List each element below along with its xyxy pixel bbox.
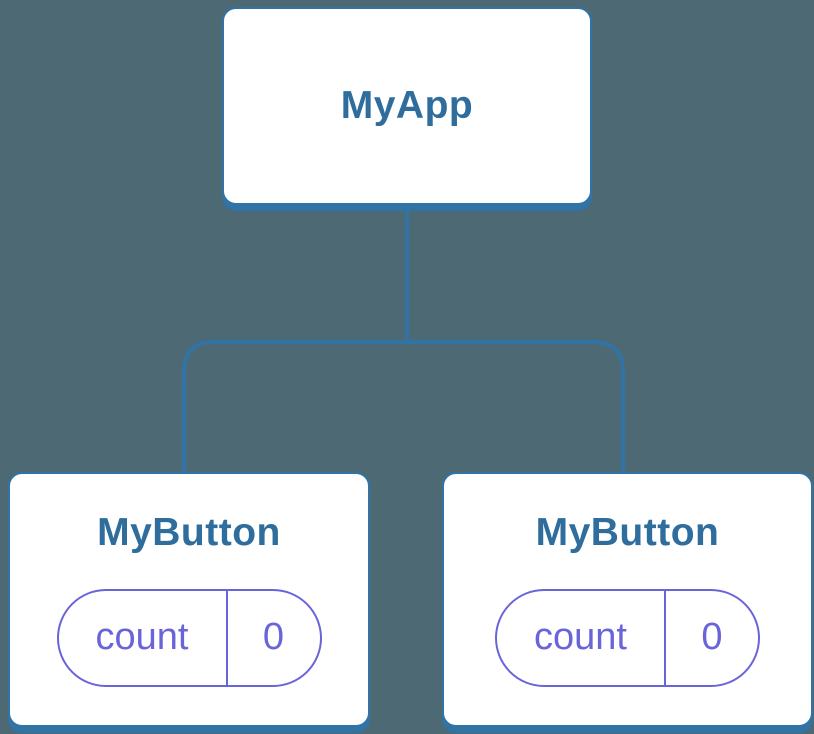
component-label: MyButton xyxy=(97,511,281,554)
state-pill-divider xyxy=(664,590,666,685)
component-node-mybutton-right: MyButton count 0 xyxy=(442,472,813,727)
state-pill: count 0 xyxy=(56,588,322,687)
state-value: 0 xyxy=(701,616,723,659)
state-pill: count 0 xyxy=(495,588,760,687)
state-pill-divider xyxy=(225,590,228,685)
state-key: count xyxy=(534,616,627,659)
component-label: MyButton xyxy=(535,511,720,554)
component-node-myapp: MyApp xyxy=(222,7,592,205)
state-key: count xyxy=(95,616,189,659)
state-value: 0 xyxy=(262,616,285,659)
component-label: MyApp xyxy=(340,83,474,127)
component-node-mybutton-left: MyButton count 0 xyxy=(8,472,370,727)
